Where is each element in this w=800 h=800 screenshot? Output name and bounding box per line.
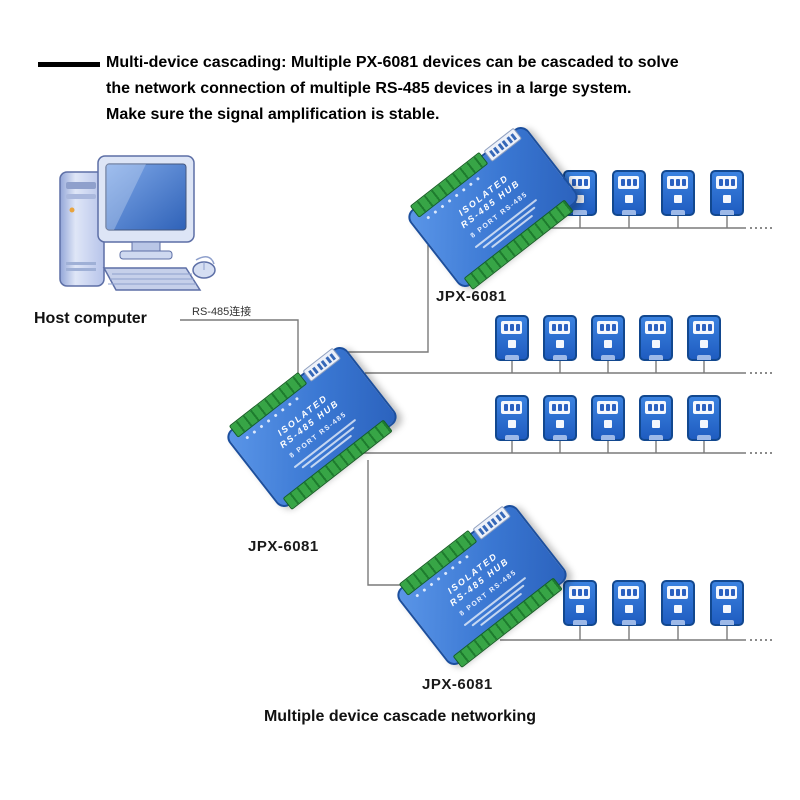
hub-model-label-top: JPX-6081 [436,288,507,305]
rs485-link-label: RS-485连接 [192,306,252,318]
device-mount-tab [573,620,587,625]
device-port [723,195,731,203]
rs485-device [591,395,625,441]
device-mount-tab [671,620,685,625]
rs485-device [687,395,721,441]
diagram-caption: Multiple device cascade networking [263,708,537,725]
device-port [625,605,633,613]
device-mount-tab [671,210,685,215]
device-mount-tab [622,620,636,625]
device-display [716,176,737,189]
device-display [501,321,522,334]
heading: Multi-device cascading: Multiple PX-6081… [106,50,778,128]
rs485-device [591,315,625,361]
rs485-device [543,315,577,361]
rs485-device [661,580,695,626]
device-mount-tab [601,435,615,440]
device-mount-tab [601,355,615,360]
computer-keyboard [102,267,202,291]
device-display [645,321,666,334]
device-row-middle-1 [495,315,721,361]
device-port [625,195,633,203]
device-mount-tab [622,210,636,215]
device-mount-tab [720,620,734,625]
wire-hub-middle-to-bottom [367,460,402,586]
rs485-device [612,580,646,626]
device-mount-tab [505,435,519,440]
wire-hub-top-to-middle [348,245,429,353]
heading-line-1: Multi-device cascading: Multiple PX-6081… [106,54,679,71]
device-port [723,605,731,613]
heading-line-3: Make sure the signal amplification is st… [106,106,440,123]
device-port [556,340,564,348]
device-port [576,605,584,613]
device-row-bottom [563,580,744,626]
device-port [604,420,612,428]
device-port [674,605,682,613]
device-display [693,401,714,414]
computer-monitor [97,155,195,260]
computer-tower [59,171,105,287]
device-display [716,586,737,599]
device-port [508,420,516,428]
device-port [700,420,708,428]
device-display [597,321,618,334]
rs485-device [495,395,529,441]
device-mount-tab [649,355,663,360]
device-port [508,340,516,348]
device-display [569,586,590,599]
device-display [693,321,714,334]
device-mount-tab [697,355,711,360]
device-display [618,176,639,189]
device-display [597,401,618,414]
device-display [549,401,570,414]
hub-model-label-middle: JPX-6081 [248,538,319,555]
device-mount-tab [720,210,734,215]
device-mount-tab [553,355,567,360]
computer-mouse [192,256,216,279]
rs485-device [687,315,721,361]
device-display [569,176,590,189]
rs485-device [612,170,646,216]
hub-model-label-bottom: JPX-6081 [422,676,493,693]
host-computer-label: Host computer [34,310,147,327]
rs485-device [661,170,695,216]
device-mount-tab [697,435,711,440]
device-display [501,401,522,414]
device-display [618,586,639,599]
rs485-device [639,395,673,441]
heading-dash [38,62,100,67]
device-row-middle-2 [495,395,721,441]
wire-host-to-hub [180,319,299,378]
device-port [652,340,660,348]
device-display [667,176,688,189]
device-port [700,340,708,348]
device-port [652,420,660,428]
device-port [674,195,682,203]
rs485-device [543,395,577,441]
device-mount-tab [573,210,587,215]
device-display [667,586,688,599]
device-display [645,401,666,414]
device-row-top [563,170,744,216]
rs485-device [710,580,744,626]
device-port [556,420,564,428]
rs485-device [710,170,744,216]
rs485-device [639,315,673,361]
rs485-device [495,315,529,361]
heading-line-2: the network connection of multiple RS-48… [106,80,632,97]
host-computer-illustration [46,150,221,305]
device-port [576,195,584,203]
device-port [604,340,612,348]
device-display [549,321,570,334]
device-mount-tab [553,435,567,440]
device-mount-tab [649,435,663,440]
device-mount-tab [505,355,519,360]
rs485-device [563,580,597,626]
